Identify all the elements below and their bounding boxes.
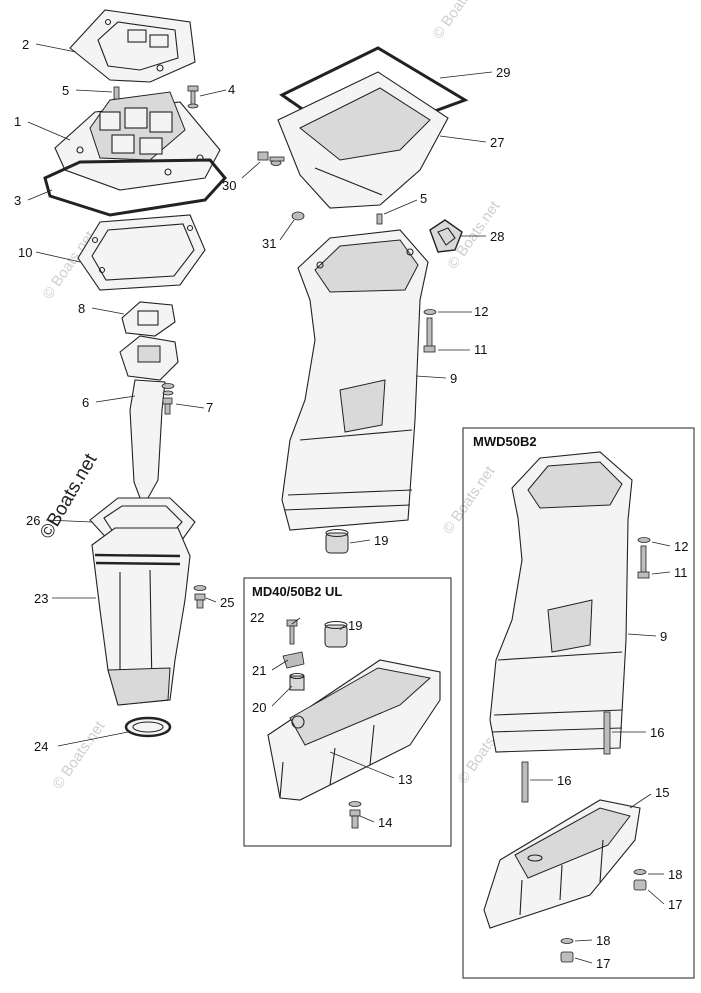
part-10-gasket[interactable] — [77, 214, 206, 291]
callout-9[interactable]: 9 — [660, 629, 667, 644]
callout-1[interactable]: 1 — [14, 114, 21, 129]
callout-10[interactable]: 10 — [18, 245, 32, 260]
part-9-upper-casing-inset[interactable] — [489, 451, 633, 753]
part-7-bolt[interactable] — [161, 383, 175, 415]
callout-5[interactable]: 5 — [420, 191, 427, 206]
callout-6[interactable]: 6 — [82, 395, 89, 410]
part-27-apron[interactable] — [277, 71, 449, 209]
callout-9[interactable]: 9 — [450, 371, 457, 386]
callout-8[interactable]: 8 — [78, 301, 85, 316]
leader-lines — [27, 43, 671, 964]
callout-29[interactable]: 29 — [496, 65, 510, 80]
part-31-nut[interactable] — [291, 211, 305, 221]
watermark-tile: © Boats.net — [439, 462, 498, 537]
part-13-mount-housing[interactable] — [267, 659, 441, 801]
part-18-washer[interactable] — [633, 869, 647, 875]
callout-3[interactable]: 3 — [14, 193, 21, 208]
callout-31[interactable]: 31 — [262, 236, 276, 251]
callout-22[interactable]: 22 — [250, 610, 264, 625]
callout-numbers: 2 5 4 1 3 10 8 6 7 26 23 25 24 29 27 30 … — [14, 37, 688, 971]
callout-15[interactable]: 15 — [655, 785, 669, 800]
callout-27[interactable]: 27 — [490, 135, 504, 150]
part-12-washer-inset[interactable] — [637, 537, 651, 543]
part-21-clamp[interactable] — [282, 651, 305, 669]
part-4-bolt[interactable] — [187, 85, 199, 109]
callout-12[interactable]: 12 — [674, 539, 688, 554]
part-8-gasket[interactable] — [121, 301, 176, 337]
part-18-washer-lower[interactable] — [560, 938, 574, 944]
part-12-washer[interactable] — [423, 309, 437, 315]
part-6-exhaust-guide[interactable] — [119, 335, 179, 499]
part-24-seal-ring[interactable] — [124, 716, 172, 738]
watermark-tile: © Boats.net — [429, 0, 488, 42]
callout-19[interactable]: 19 — [374, 533, 388, 548]
part-16-stud[interactable] — [603, 711, 611, 755]
part-20-bushing[interactable] — [289, 672, 305, 691]
part-11-bolt-inset[interactable] — [637, 545, 650, 579]
part-25-bolt[interactable] — [193, 585, 207, 609]
callout-7[interactable]: 7 — [206, 400, 213, 415]
callout-26[interactable]: 26 — [26, 513, 40, 528]
callout-16[interactable]: 16 — [650, 725, 664, 740]
callout-24[interactable]: 24 — [34, 739, 48, 754]
part-3-seal[interactable] — [43, 158, 227, 217]
inset-title-md40-50b2-ul: MD40/50B2 UL — [252, 584, 342, 599]
callout-14[interactable]: 14 — [378, 815, 392, 830]
part-15-mount-housing[interactable] — [483, 799, 641, 929]
callout-11[interactable]: 11 — [674, 565, 688, 580]
part-1-mounting-plate[interactable] — [54, 91, 221, 191]
callout-17[interactable]: 17 — [668, 897, 682, 912]
part-9-upper-casing[interactable] — [281, 229, 429, 531]
callout-12[interactable]: 12 — [474, 304, 488, 319]
callout-13[interactable]: 13 — [398, 772, 412, 787]
part-16-stud-lower[interactable] — [521, 761, 529, 803]
callout-23[interactable]: 23 — [34, 591, 48, 606]
callout-18[interactable]: 18 — [596, 933, 610, 948]
part-11-bolt[interactable] — [423, 317, 436, 353]
part-28-grommet[interactable] — [429, 219, 463, 253]
callout-20[interactable]: 20 — [252, 700, 266, 715]
part-19-rubber-mount[interactable] — [325, 528, 349, 554]
part-14-bolt[interactable] — [348, 801, 362, 829]
callout-5[interactable]: 5 — [62, 83, 69, 98]
callout-21[interactable]: 21 — [252, 663, 266, 678]
watermark-brand: ©Boats.net — [36, 450, 102, 543]
callout-25[interactable]: 25 — [220, 595, 234, 610]
callout-28[interactable]: 28 — [490, 229, 504, 244]
callout-18[interactable]: 18 — [668, 867, 682, 882]
part-5-dowel-pin-right[interactable] — [376, 213, 383, 225]
part-23-exhaust-manifold[interactable] — [91, 527, 191, 706]
callout-16[interactable]: 16 — [557, 773, 571, 788]
part-5-dowel-pin[interactable] — [113, 86, 120, 100]
part-17-nut[interactable] — [633, 879, 647, 891]
callout-4[interactable]: 4 — [228, 82, 235, 97]
part-22-bolt[interactable] — [286, 619, 298, 645]
callout-11[interactable]: 11 — [474, 342, 488, 357]
part-2-top-gasket[interactable] — [69, 9, 196, 83]
inset-title-mwd50b2: MWD50B2 — [473, 434, 537, 449]
inset-box-md40-50b2-ul: MD40/50B2 UL — [243, 577, 452, 847]
callout-19[interactable]: 19 — [348, 618, 362, 633]
part-30-bolt[interactable] — [257, 151, 285, 166]
watermark-tile: © Boats.net — [49, 717, 108, 792]
inset-box-mwd50b2: MWD50B2 — [462, 427, 695, 979]
callout-30[interactable]: 30 — [222, 178, 236, 193]
part-17-nut-lower[interactable] — [560, 951, 574, 963]
callout-2[interactable]: 2 — [22, 37, 29, 52]
part-19-rubber-mount-inset[interactable] — [324, 620, 348, 648]
callout-17[interactable]: 17 — [596, 956, 610, 971]
